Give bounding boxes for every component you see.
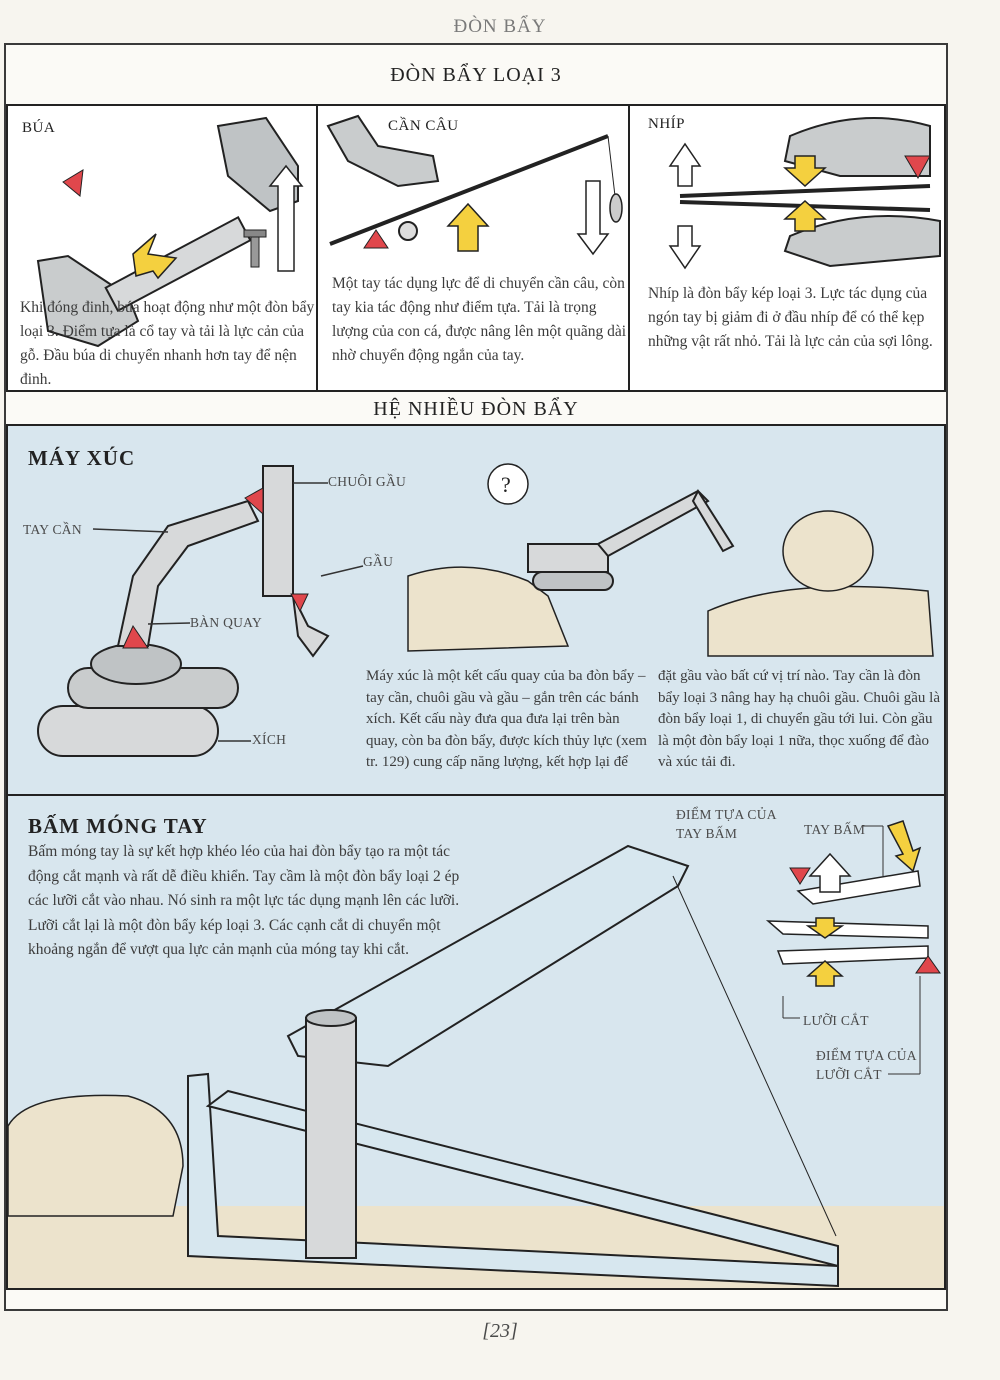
down-arrow-icon — [576, 180, 610, 256]
running-title: ĐÒN BẨY — [453, 16, 547, 37]
fulcrum-triangle-icon — [904, 155, 931, 180]
callout-boom: TAY CẦN — [23, 522, 82, 537]
fulcrum-triangle-icon — [122, 624, 149, 649]
nail-clipper-icon — [765, 870, 929, 965]
svg-text:?: ? — [501, 472, 511, 497]
callout-blade-fulcrum-line1: ĐIỂM TỰA CỦA — [816, 1048, 917, 1063]
panel-tweezers: NHÍP Nhíp là đòn bẩy kép loại 3. Lực tác… — [628, 104, 946, 392]
callout-bucket-arm: CHUÔI GẦU — [328, 474, 407, 489]
up-arrow-icon — [268, 164, 304, 272]
panel-hammer: BÚA Khi đóng đinh, búa hoạt động như một… — [6, 104, 318, 392]
question-bubble-icon: ? — [487, 463, 529, 505]
text-excavator-left: Máy xúc là một kết cấu quay của ba đòn b… — [366, 668, 647, 770]
fulcrum-triangle-icon — [244, 487, 264, 516]
up-arrow-icon — [808, 852, 852, 893]
callout-blade-fulcrum-line2: LƯỠI CẮT — [816, 1067, 882, 1082]
callout-turntable: BÀN QUAY — [190, 615, 263, 630]
label-fishing-rod: CẦN CÂU — [388, 118, 459, 134]
callout-bucket: GẦU — [363, 554, 394, 569]
label-tweezers: NHÍP — [648, 116, 686, 132]
effort-arrow-icon — [805, 917, 845, 939]
text-fishing-rod: Một tay tác dụng lực để di chuyển cần câ… — [332, 275, 627, 364]
down-arrow-icon — [668, 225, 702, 270]
callout-handle: TAY BẤM — [804, 822, 866, 837]
title-nail-clipper: BẤM MÓNG TAY — [28, 814, 208, 838]
tweezers-illustration — [668, 117, 941, 270]
effort-arrow-icon — [783, 155, 827, 188]
text-hammer: Khi đóng đinh, búa hoạt động như một đòn… — [20, 299, 315, 388]
text-excavator-right: đặt gầu vào bất cứ vị trí nào. Tay cần l… — [658, 668, 941, 770]
fulcrum-triangle-icon — [62, 169, 84, 197]
fishing-rod-illustration — [326, 114, 623, 256]
callout-handle-fulcrum-line2: TAY BẤM — [676, 826, 738, 841]
fish-icon — [609, 193, 623, 223]
section-title-multi-lever: HỆ NHIỀU ĐÒN BẨY — [373, 398, 579, 420]
hammer-illustration — [36, 116, 304, 348]
effort-arrow-icon — [783, 199, 827, 232]
callout-tracks: XÍCH — [252, 732, 287, 747]
callout-blade: LƯỠI CẮT — [803, 1013, 869, 1028]
section-title-lever3: ĐÒN BẨY LOẠI 3 — [390, 64, 562, 86]
panel-nail-clipper: BẤM MÓNG TAY Bấm móng tay là sự kết hợp … — [6, 794, 946, 1290]
mammoth-icon — [782, 510, 874, 592]
effort-arrow-icon — [806, 959, 844, 987]
fulcrum-triangle-icon — [915, 955, 941, 974]
text-nail-clipper: Bấm móng tay là sự kết hợp khéo léo của … — [28, 843, 460, 958]
fulcrum-triangle-icon — [789, 867, 811, 885]
title-excavator: MÁY XÚC — [28, 446, 136, 470]
effort-arrow-icon — [446, 202, 490, 252]
nail-icon — [243, 229, 267, 268]
nail-clipper-illustration — [8, 820, 944, 1288]
up-arrow-icon — [668, 142, 702, 187]
effort-arrow-icon — [132, 233, 178, 280]
callout-handle-fulcrum-line1: ĐIỂM TỰA CỦA — [676, 807, 777, 822]
fulcrum-triangle-icon — [290, 593, 309, 613]
text-tweezers: Nhíp là đòn bẩy kép loại 3. Lực tác dụng… — [648, 285, 933, 350]
excavator-icon — [527, 488, 735, 591]
effort-arrow-icon — [886, 820, 922, 873]
panel-fishing-rod: CẦN CÂU Một tay tác dụng lực để di chuyể… — [316, 104, 630, 392]
label-hammer: BÚA — [22, 120, 56, 136]
fulcrum-triangle-icon — [363, 229, 389, 249]
excavator-illustration: ? — [37, 463, 934, 757]
page-number: [23] — [482, 1320, 518, 1342]
panel-excavator: ? MÁY XÚC CHUÔI GẦU TAY CẦN GẦU BÀN QUAY… — [6, 424, 946, 796]
